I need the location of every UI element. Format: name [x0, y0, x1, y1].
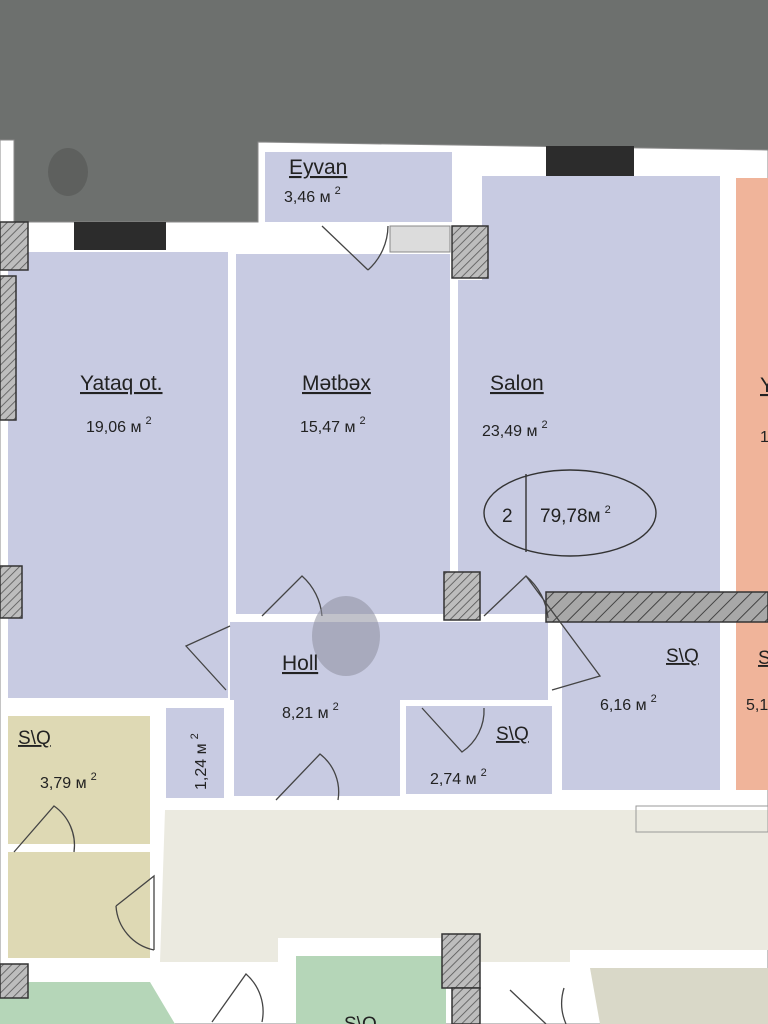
rooms-count: 2	[502, 506, 513, 527]
balcony-rail	[389, 225, 451, 253]
door-swing	[115, 874, 155, 951]
room-name-holl: Holl	[282, 652, 318, 675]
door-swing	[211, 973, 264, 1023]
column	[0, 275, 17, 421]
room-closet	[166, 708, 224, 798]
room-yataq	[8, 252, 228, 698]
stain-mark	[312, 596, 380, 676]
vent-grille	[635, 805, 768, 833]
column	[451, 987, 481, 1024]
neighbor-label-top: Y	[760, 374, 768, 397]
column	[441, 933, 481, 989]
corridor-floor	[160, 810, 768, 962]
summary-oval	[483, 469, 657, 557]
neighbor-room-salmon-bottom	[736, 622, 768, 790]
room-sq-small	[406, 706, 552, 794]
neighbor-room-green-2	[296, 956, 446, 1024]
stain-mark	[48, 148, 88, 196]
door-swing	[13, 805, 76, 853]
column	[0, 963, 29, 999]
room-name-metbex: Mətbəx	[302, 372, 371, 395]
room-metbex	[236, 254, 450, 614]
column	[0, 221, 29, 271]
neighbor-label-bottom-center: S\Q	[344, 1014, 377, 1024]
shear-wall	[545, 591, 768, 623]
neighbor-room-green	[0, 982, 175, 1024]
neighbor-area-top: 1	[760, 429, 768, 446]
room-name-eyvan: Eyvan	[289, 156, 347, 179]
left-edge-wall	[0, 139, 15, 231]
room-eyvan	[265, 152, 452, 222]
door-swing	[275, 753, 340, 801]
neighbor-area-bottom: 5,1	[746, 697, 768, 714]
column	[443, 571, 481, 621]
door-swing	[321, 225, 389, 271]
window-top-left	[74, 222, 166, 250]
room-sq-left	[8, 716, 150, 844]
column	[451, 225, 489, 279]
door-swing	[421, 707, 485, 753]
room-area-closet: 1,24 м2	[189, 733, 210, 790]
neighbor-label-bottom: S	[758, 648, 768, 669]
neighbor-room-salmon-top	[736, 178, 768, 592]
room-salon	[458, 176, 720, 614]
room-name-salon: Salon	[490, 372, 544, 395]
room-sq-right	[562, 622, 720, 790]
door-swing	[509, 987, 567, 1024]
window-top-right	[546, 146, 634, 176]
room-name-sq-right: S\Q	[666, 646, 699, 667]
room-name-sq-small: S\Q	[496, 724, 529, 745]
room-name-yataq: Yataq ot.	[80, 372, 163, 395]
neighbor-room-salmon-shade	[590, 968, 768, 1024]
door-swing	[483, 575, 602, 691]
column	[0, 565, 23, 619]
entry-vestibule	[8, 852, 150, 958]
room-holl	[230, 622, 548, 796]
room-name-sq-left: S\Q	[18, 728, 51, 749]
